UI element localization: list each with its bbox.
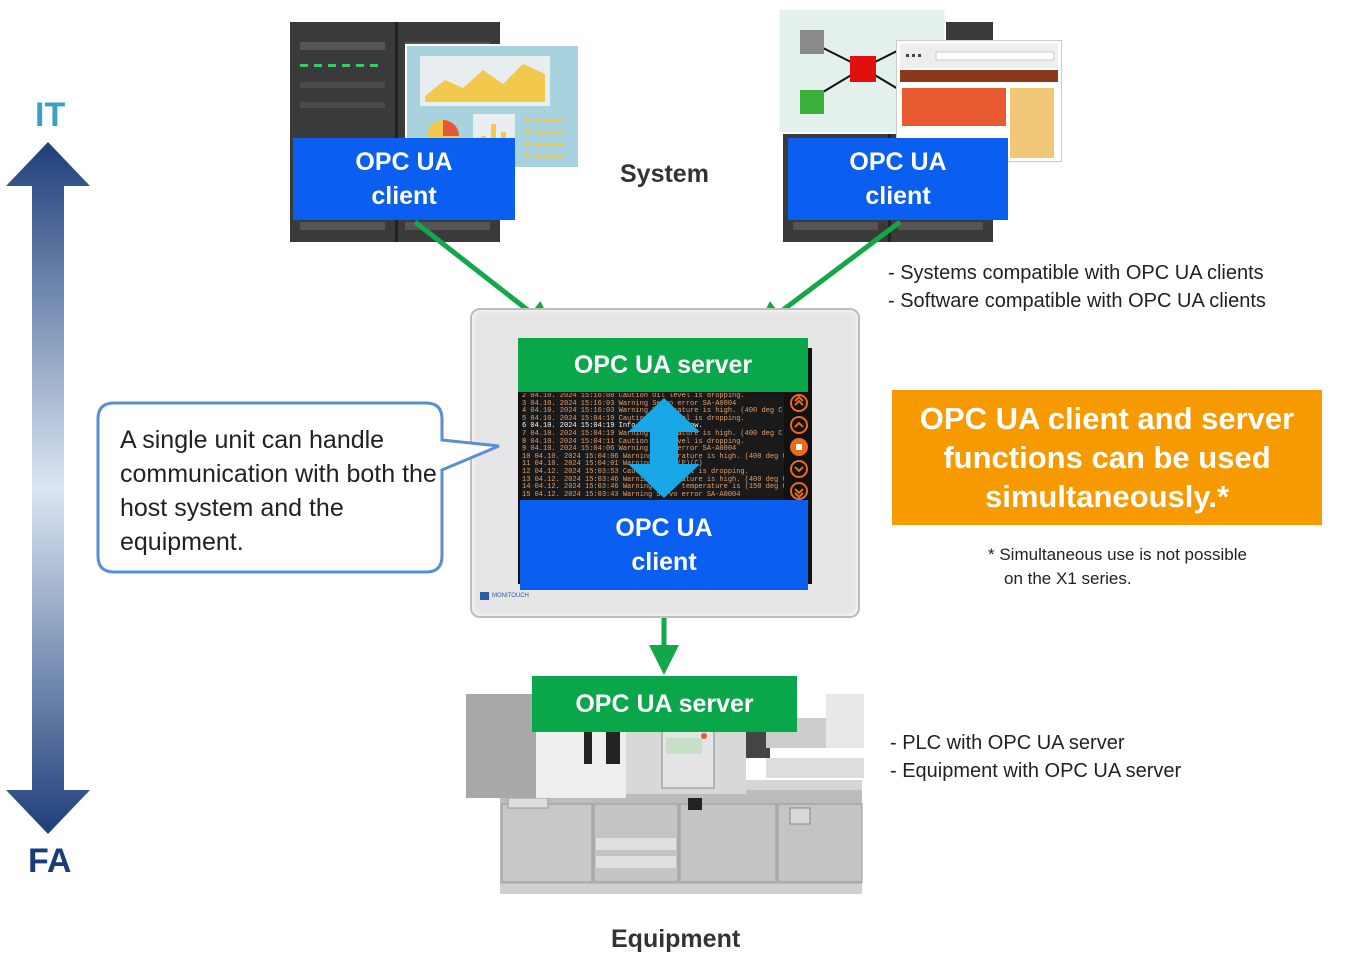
footnote-line2: on the X1 series. [1004,569,1132,588]
axis-bottom-label: FA [28,842,72,880]
injection-molding-machine [466,688,864,900]
client-right-line2: client [865,182,931,210]
brand-icon [480,592,489,600]
callout-bubble-shape [96,401,500,574]
equipment-label: Equipment [611,925,741,953]
opc-ua-server-box-hmi: OPC UA server [518,338,808,392]
axis-top-label: IT [35,96,66,134]
it-fa-double-arrow [6,142,90,834]
log-line: 12 04.12. 2024 15:03:53 Caution Oil leve… [522,467,749,476]
log-line: 3 04.10. 2024 15:16:03 Warning Servo err… [522,399,737,408]
system-note-2: - Software compatible with OPC UA client… [888,290,1266,312]
log-line: 2 04.10. 2024 15:16:08 Caution Oil level… [522,393,745,400]
callout-text: A single unit can handle communication w… [120,426,437,556]
client-right-line1: OPC UA [849,148,947,176]
opc-ua-client-box-right: OPC UA client [788,138,1008,220]
hmi-client-line1: OPC UA [615,514,713,542]
dashboard-illustration [403,42,582,171]
opc-ua-client-box-left: OPC UA client [293,138,515,220]
equipment-note-2: - Equipment with OPC UA server [890,760,1182,782]
client-server-double-arrow [628,398,700,498]
log-line: 6 04.10. 2024 15:04:19 Info Voltage is l… [522,422,703,431]
log-line: 11 04.10. 2024 15:04:01 Warning Pump (P)… [522,460,703,469]
simultaneous-use-banner: OPC UA client and server functions can b… [892,390,1322,525]
log-line: 5 04.10. 2024 15:04:19 Caution Oil level… [522,414,745,423]
opc-ua-server-box-equipment: OPC UA server [532,676,797,732]
log-line: 9 04.10. 2024 15:04:06 Warning Servo err… [522,445,737,454]
brand-label: MONITOUCH [492,593,529,599]
system-notes: - Systems compatible with OPC UA clients… [888,259,1266,315]
system-note-1: - Systems compatible with OPC UA clients [888,262,1264,284]
hmi-logo: MONITOUCH [480,592,529,600]
footnote-line1: * Simultaneous use is not possible [988,545,1247,564]
equipment-notes: - PLC with OPC UA server - Equipment wit… [890,729,1181,785]
footnote: * Simultaneous use is not possible on th… [988,543,1247,591]
hmi-client-line2: client [631,548,697,576]
equipment-note-1: - PLC with OPC UA server [890,732,1125,754]
client-left-line2: client [371,182,437,210]
opc-ua-client-box-hmi: OPC UA client [520,500,808,590]
hmi-scroll-buttons [790,394,808,500]
client-left-line1: OPC UA [355,148,453,176]
system-label: System [620,160,709,188]
log-line: 8 04.10. 2024 15:04:11 Caution Oil level… [522,437,745,446]
log-line: 15 04.12. 2024 15:03:43 Warning Servo er… [522,490,741,499]
